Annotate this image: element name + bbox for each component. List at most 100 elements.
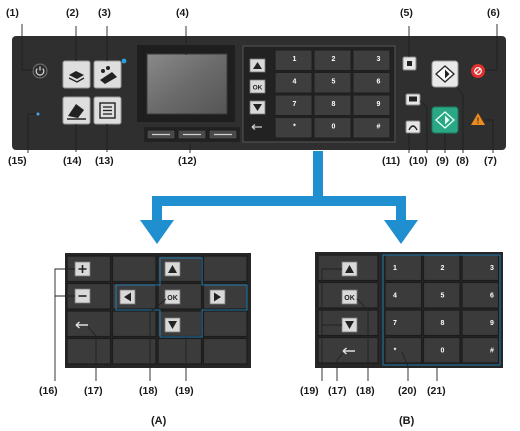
panel-key-label: 7 [293, 101, 297, 108]
detail-b-key-label: 7 [393, 320, 397, 327]
panel-key-5[interactable]: 5 [313, 72, 352, 94]
panel-key-6[interactable]: 6 [352, 72, 391, 94]
panel-key-8[interactable]: 8 [313, 94, 352, 116]
detail-b-key-label: * [394, 348, 397, 355]
detail-a-key [202, 255, 248, 283]
detail-b-ok-button[interactable]: OK [341, 289, 358, 305]
detail-b-key-2[interactable]: 2 [422, 254, 461, 282]
function-button-left[interactable] [146, 129, 176, 140]
panel-key-1[interactable]: 1 [274, 49, 313, 71]
detail-a-left-button[interactable] [119, 289, 136, 305]
detail-b-key-4[interactable]: 4 [384, 281, 423, 309]
up-arrow-icon [168, 265, 177, 273]
detail-b-key-9[interactable]: 9 [461, 309, 500, 337]
detail-a-up-button[interactable] [164, 261, 181, 277]
detail-b-key-7[interactable]: 7 [384, 309, 423, 337]
detail-a-down-button[interactable] [164, 317, 181, 333]
function-button-right[interactable] [208, 129, 238, 140]
callout-9: (9) [436, 155, 449, 167]
callout-1: (1) [6, 7, 19, 19]
detail-a-right-button[interactable] [209, 289, 226, 305]
detail-b-key-label: 6 [490, 293, 494, 300]
color-start-diamond-icon [435, 111, 455, 129]
hook-button[interactable] [405, 120, 421, 134]
down-arrow-icon [168, 321, 177, 329]
callout-4: (4) [176, 7, 189, 19]
stop-button[interactable] [471, 64, 485, 78]
alarm-lamp: ! [471, 113, 485, 126]
wifi-lamp [36, 112, 40, 116]
detail-a-caption: (A) [151, 415, 167, 427]
start-diamond-icon [435, 65, 455, 83]
panel-key-4[interactable]: 4 [274, 72, 313, 94]
scan-button[interactable] [93, 60, 122, 89]
power-button[interactable] [32, 63, 48, 79]
up-arrow-icon [345, 265, 354, 273]
detail-a-minus-button[interactable] [74, 288, 91, 304]
stop-icon [474, 67, 482, 75]
detail-b-key-0[interactable]: 0 [422, 336, 461, 364]
detail-b-key-5[interactable]: 5 [422, 281, 461, 309]
black-button[interactable] [402, 56, 417, 71]
detail-b-up-button[interactable] [341, 261, 358, 277]
panel-key-label: 5 [332, 79, 336, 86]
split-arrow [140, 151, 418, 244]
panel-key-label: 6 [377, 79, 381, 86]
panel-key-*[interactable]: * [274, 117, 313, 139]
setup-button[interactable] [405, 93, 421, 106]
detail-b-key-label: # [490, 348, 494, 355]
panel-up-button[interactable] [249, 58, 266, 73]
callout-3: (3) [98, 7, 111, 19]
panel-key-2[interactable]: 2 [313, 49, 352, 71]
touch-panel-keys: 1 2 3 4 5 6 7 8 9 *0# [274, 49, 391, 139]
down-arrow-icon [345, 321, 354, 329]
menu-button[interactable] [93, 96, 122, 125]
callout-10: (10) [409, 155, 428, 167]
callout-a-17: (17) [84, 385, 103, 397]
detail-b-caption: (B) [399, 415, 415, 427]
detail-a-leaders [54, 268, 187, 381]
menu-icon [99, 102, 116, 119]
copy-button[interactable] [62, 60, 91, 89]
panel-key-label: 9 [377, 101, 381, 108]
detail-b-key-8[interactable]: 8 [422, 309, 461, 337]
detail-a-cross-outline [115, 257, 248, 338]
panel-key-label: 3 [377, 56, 381, 63]
scan-function-button[interactable] [62, 96, 91, 125]
panel-back-button[interactable] [251, 124, 262, 130]
detail-b-key-*[interactable]: * [384, 336, 423, 364]
detail-b-key-#[interactable]: # [461, 336, 500, 364]
power-icon [35, 66, 45, 76]
detail-a-key [66, 337, 112, 365]
detail-b-back-button[interactable] [342, 347, 355, 355]
panel-down-button[interactable] [249, 100, 266, 115]
detail-b-key-6[interactable]: 6 [461, 281, 500, 309]
detail-b-key-label: 2 [441, 265, 445, 272]
panel-key-0[interactable]: 0 [313, 117, 352, 139]
detail-b-key-label: 0 [441, 348, 445, 355]
function-button-center[interactable] [177, 129, 207, 140]
panel-key-#[interactable]: # [352, 117, 391, 139]
down-arrow-icon [253, 104, 262, 111]
panel-ok-button[interactable]: OK [249, 79, 266, 94]
detail-a-ok-button[interactable]: OK [164, 289, 181, 305]
panel-ok-label: OK [253, 85, 263, 92]
panel-key-3[interactable]: 3 [352, 49, 391, 71]
detail-b-key-3[interactable]: 3 [461, 254, 500, 282]
panel-key-9[interactable]: 9 [352, 94, 391, 116]
plus-icon [78, 265, 87, 273]
detail-b-key-1[interactable]: 1 [384, 254, 423, 282]
panel-key-7[interactable]: 7 [274, 94, 313, 116]
detail-a-back-button[interactable] [75, 321, 88, 329]
detail-b-nav-key [317, 336, 379, 364]
black-start-button[interactable] [431, 60, 459, 88]
detail-a-plus-button[interactable] [74, 261, 91, 277]
callout-12: (12) [178, 155, 197, 167]
detail-b-down-button[interactable] [341, 317, 358, 333]
callout-20: (20) [398, 385, 417, 397]
color-start-button[interactable] [431, 106, 459, 134]
panel-key-label: 2 [332, 56, 336, 63]
detail-a-key [66, 310, 112, 338]
scan-function-icon [67, 104, 86, 120]
detail-b-keypad-outline [382, 254, 501, 366]
